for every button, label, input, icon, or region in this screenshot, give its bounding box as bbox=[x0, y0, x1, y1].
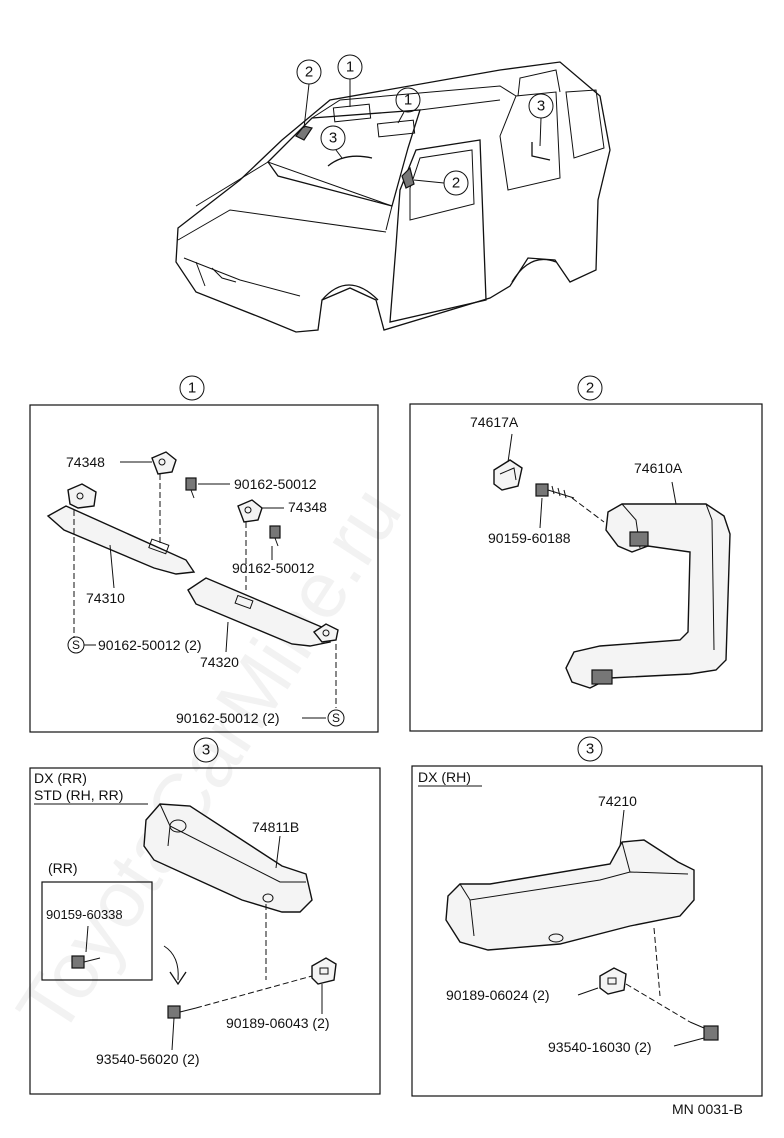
label-90189-06043: 90189-06043 (2) bbox=[226, 1015, 330, 1031]
callout-3-a: 3 bbox=[320, 125, 346, 159]
visor-holder-74348-b bbox=[237, 499, 263, 523]
section-3-assist-grip-rh: 3 DX (RH) 74210 90189-06024 (2) 9354 bbox=[411, 736, 763, 1097]
variant-dx-rr: DX (RR) bbox=[34, 770, 87, 786]
label-90159-60188: 90159-60188 bbox=[488, 530, 571, 546]
visor-holder-74348-a bbox=[151, 451, 177, 475]
section-3b-number-circle bbox=[577, 736, 603, 762]
section-3a-number: 3 bbox=[202, 742, 210, 759]
svg-text:S: S bbox=[332, 711, 340, 725]
sub-box-rr bbox=[41, 881, 153, 981]
label-93540-16030: 93540-16030 (2) bbox=[548, 1039, 652, 1055]
section-2-frame bbox=[409, 403, 763, 732]
label-90159-60338: 90159-60338 bbox=[46, 907, 123, 922]
assist-grip-74610A bbox=[565, 503, 731, 689]
section-3b-frame bbox=[411, 765, 763, 1097]
sun-visor-74320 bbox=[187, 577, 339, 647]
clip-90189-06024 bbox=[599, 967, 627, 995]
svg-text:3: 3 bbox=[537, 98, 545, 115]
section-1-number: 1 bbox=[188, 380, 196, 397]
label-74811B: 74811B bbox=[252, 819, 299, 835]
svg-text:1: 1 bbox=[346, 59, 354, 76]
sub-label-rr: (RR) bbox=[48, 860, 78, 876]
section-1-number-circle bbox=[179, 375, 205, 401]
assist-grip-74811B bbox=[143, 803, 313, 913]
label-90162-50012-a: 90162-50012 bbox=[234, 476, 317, 492]
label-90162-50012-d: 90162-50012 (2) bbox=[176, 710, 280, 726]
variant-std-rh-rr: STD (RH, RR) bbox=[34, 787, 123, 803]
callout-1-b: 1 bbox=[395, 87, 421, 124]
screw-90159-60188 bbox=[535, 483, 575, 499]
section-1-sun-visor: 1 bbox=[29, 375, 379, 733]
section-3a-frame bbox=[29, 767, 381, 1095]
label-74617A: 74617A bbox=[470, 414, 519, 430]
screw-90162-50012-b bbox=[269, 525, 281, 547]
callout-2-a: 2 bbox=[296, 59, 322, 129]
assist-grip-74210 bbox=[445, 839, 695, 951]
svg-text:2: 2 bbox=[305, 64, 313, 81]
s-mark-a bbox=[67, 636, 85, 654]
screw-90162-50012-a bbox=[185, 477, 197, 499]
callout-3-b: 3 bbox=[528, 93, 554, 147]
sun-visor-74310 bbox=[46, 483, 196, 575]
section-3b-number: 3 bbox=[586, 741, 594, 758]
diagram-code: MN 0031-B bbox=[672, 1101, 743, 1117]
arrow-head-icon bbox=[169, 971, 187, 986]
callout-2-b: 2 bbox=[413, 170, 469, 196]
section-3-assist-grip-rear: 3 DX (RR) STD (RH, RR) 74811B (RR) 90159… bbox=[29, 737, 381, 1095]
section-2-number: 2 bbox=[586, 380, 594, 397]
label-93540-56020: 93540-56020 (2) bbox=[96, 1051, 200, 1067]
svg-text:2: 2 bbox=[452, 175, 460, 192]
svg-text:S: S bbox=[72, 638, 80, 652]
label-90162-50012-b: 90162-50012 bbox=[232, 560, 315, 576]
clip-90189-06043 bbox=[311, 957, 337, 985]
section-2-assist-grip: 2 74617A 74610A 90159-60188 bbox=[409, 375, 763, 732]
svg-text:1: 1 bbox=[404, 92, 412, 109]
label-74610A: 74610A bbox=[634, 460, 683, 476]
section-1-frame bbox=[29, 404, 379, 733]
arrow-icon bbox=[163, 945, 179, 981]
screw-90159-60338 bbox=[71, 955, 101, 969]
label-74348-b: 74348 bbox=[288, 499, 327, 515]
clip-74617A bbox=[493, 459, 523, 491]
label-74210: 74210 bbox=[598, 793, 637, 809]
variant-dx-rh: DX (RH) bbox=[418, 769, 471, 785]
svg-text:3: 3 bbox=[329, 130, 337, 147]
section-3a-number-circle bbox=[193, 737, 219, 763]
label-90189-06024: 90189-06024 (2) bbox=[446, 987, 550, 1003]
s-mark-b bbox=[327, 709, 345, 727]
screw-93540-56020 bbox=[167, 1005, 197, 1019]
vehicle-overview: 2 1 1 3 3 2 bbox=[175, 54, 611, 333]
label-74310: 74310 bbox=[86, 590, 125, 606]
screw-93540-16030 bbox=[689, 1021, 719, 1041]
watermark: ToyotaCarMine.ru bbox=[0, 471, 418, 1049]
callout-1-a: 1 bbox=[337, 54, 363, 107]
label-90162-50012-c: 90162-50012 (2) bbox=[98, 637, 202, 653]
label-74348-a: 74348 bbox=[66, 454, 105, 470]
label-74320: 74320 bbox=[200, 654, 239, 670]
section-2-number-circle bbox=[577, 375, 603, 401]
